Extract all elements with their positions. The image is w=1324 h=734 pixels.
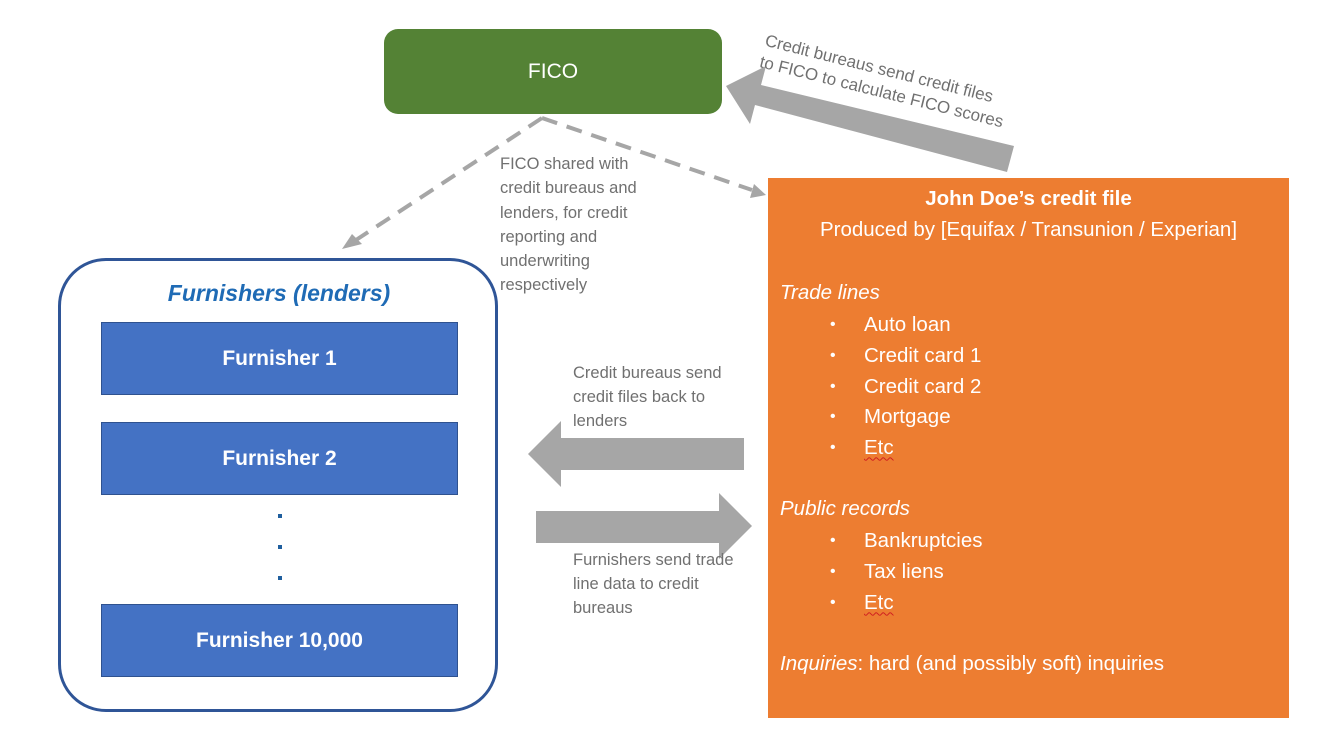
- public-record-label: Tax liens: [864, 559, 944, 583]
- public-record-label: Bankruptcies: [864, 528, 983, 552]
- public-record-label: Etc: [864, 590, 894, 614]
- fico-box: FICO: [384, 29, 722, 114]
- arrowhead-to-credit-file: [750, 184, 766, 198]
- credit-file-box: John Doe’s credit file Produced by [Equi…: [768, 178, 1289, 718]
- trade-line-item: • Credit card 2: [830, 371, 981, 402]
- bullet-icon: •: [830, 593, 836, 611]
- ellipsis-dot: [278, 576, 282, 580]
- bullet-icon: •: [830, 377, 836, 395]
- furnisher-box-10000: Furnisher 10,000: [101, 604, 458, 677]
- fico-shared-label: FICO shared with credit bureaus and lend…: [500, 155, 637, 295]
- fico-label: FICO: [527, 59, 579, 83]
- furnishers-container: [58, 258, 498, 712]
- bullet-icon: •: [830, 407, 836, 425]
- public-record-item: • Bankruptcies: [830, 525, 983, 556]
- trade-line-label: Credit card 2: [864, 374, 982, 398]
- bullet-icon: •: [830, 531, 836, 549]
- bureaus-to-lenders-label: Credit bureaus send credit files back to…: [573, 364, 722, 430]
- credit-file-title: John Doe’s credit file: [925, 187, 1132, 210]
- furnisher-label: Furnisher 10,000: [196, 628, 363, 652]
- furnisher-label: Furnisher 1: [222, 346, 337, 370]
- trade-line-label: Credit card 1: [864, 343, 982, 367]
- furnishers-to-bureaus-label: Furnishers send trade line data to credi…: [573, 551, 734, 617]
- furnishers-title: Furnishers (lenders): [167, 280, 391, 306]
- public-record-item: • Tax liens: [830, 556, 944, 587]
- trade-line-item: • Etc: [830, 432, 894, 463]
- inquiries-heading: Inquiries: [780, 652, 858, 675]
- inquiries-line: Inquiries: hard (and possibly soft) inqu…: [780, 652, 1164, 676]
- trade-line-item: • Credit card 1: [830, 340, 981, 371]
- trade-lines-heading: Trade lines: [780, 281, 880, 304]
- trade-line-item: • Auto loan: [830, 309, 951, 340]
- public-records-heading: Public records: [780, 497, 910, 520]
- furnisher-box-1: Furnisher 1: [101, 322, 458, 395]
- inquiries-text: : hard (and possibly soft) inquiries: [857, 652, 1165, 675]
- ellipsis-dot: [278, 514, 282, 518]
- bullet-icon: •: [830, 438, 836, 456]
- bullet-icon: •: [830, 562, 836, 580]
- trade-line-label: Mortgage: [864, 404, 951, 428]
- public-record-item: • Etc: [830, 587, 894, 618]
- furnisher-label: Furnisher 2: [222, 446, 337, 470]
- bullet-icon: •: [830, 315, 836, 333]
- arrowhead-to-furnishers: [342, 234, 362, 249]
- bureaus-to-fico-label: Credit bureaus send credit files to FICO…: [757, 30, 1030, 138]
- credit-file-subtitle: Produced by [Equifax / Transunion / Expe…: [819, 218, 1238, 241]
- trade-line-item: • Mortgage: [830, 401, 951, 432]
- bullet-icon: •: [830, 346, 836, 364]
- furnisher-box-2: Furnisher 2: [101, 422, 458, 495]
- ellipsis-dot: [278, 545, 282, 549]
- trade-line-label: Auto loan: [864, 312, 951, 336]
- trade-line-label: Etc: [864, 435, 894, 459]
